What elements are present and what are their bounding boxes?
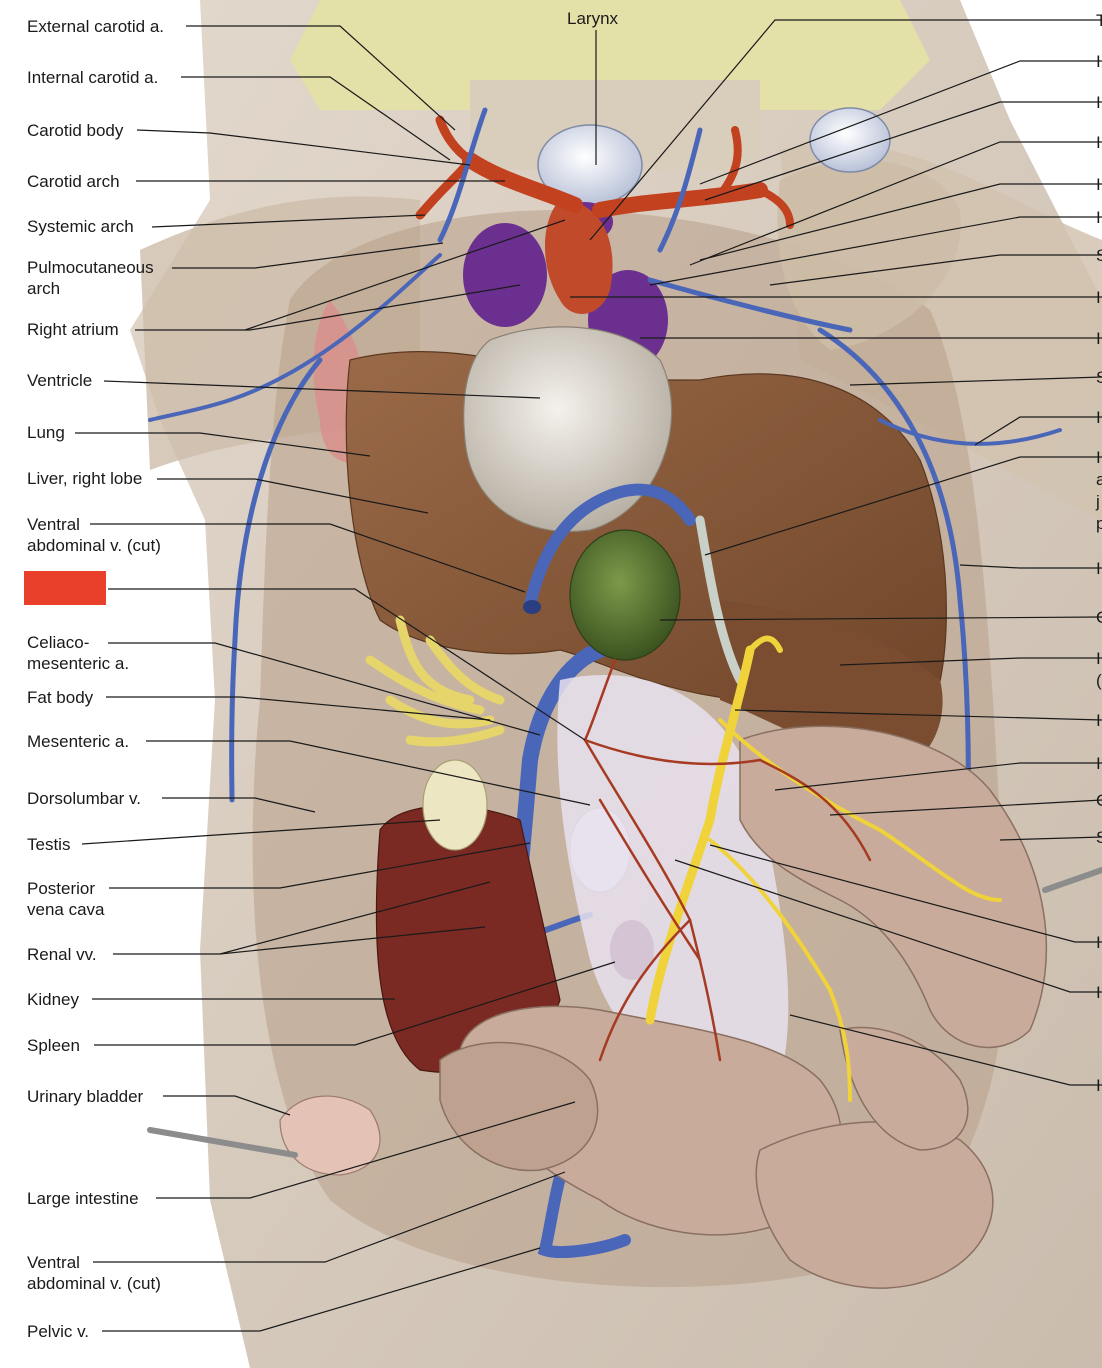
right-cropped-label: j: [1096, 492, 1100, 511]
label-renal-veins: Renal vv.: [27, 945, 97, 964]
mesenteric-arteries: [583, 658, 872, 1062]
label-spleen: Spleen: [27, 1036, 80, 1055]
right-cropped-label: I: [1096, 983, 1101, 1002]
label-posterior-vc-line1: Posterior: [27, 879, 96, 898]
forceps: [147, 867, 1102, 1158]
label-posterior-vena-cava: Posterior vena cava: [27, 878, 105, 920]
label-kidney: Kidney: [27, 990, 79, 1009]
label-pulmocutaneous-arch: Pulmocutaneous arch: [27, 257, 154, 299]
right-cropped-label: I: [1096, 133, 1101, 152]
label-posterior-vc-line2: vena cava: [27, 900, 105, 919]
label-right-atrium: Right atrium: [27, 320, 119, 339]
label-external-carotid: External carotid a.: [27, 17, 165, 36]
right-cropped-label: I: [1096, 754, 1101, 773]
right-cropped-label: I: [1096, 559, 1101, 578]
right-lung: [777, 160, 961, 350]
right-cropped-label: I: [1096, 329, 1101, 348]
label-celiaco-line1: Celiaco-: [27, 633, 90, 652]
leader-lines: [75, 19, 1102, 1332]
right-cropped-label: I: [1096, 649, 1101, 668]
mesentery: [557, 675, 789, 1085]
label-pulmocutaneous-line1: Pulmocutaneous: [27, 258, 154, 277]
left-atrium: [463, 223, 547, 327]
testis: [422, 759, 488, 851]
right-cropped-label: (: [1096, 671, 1102, 690]
label-carotid-body: Carotid body: [27, 121, 124, 140]
label-pulmocutaneous-line2: arch: [27, 279, 61, 298]
label-liver-right-lobe: Liver, right lobe: [27, 469, 143, 488]
gall-bladder: [569, 529, 681, 661]
label-ventral-abdominal-line2: abdominal v. (cut): [27, 536, 161, 555]
label-ventral-abdominal-vein-lower: Ventral abdominal v. (cut): [27, 1252, 161, 1294]
large-intestine: [439, 1041, 599, 1172]
label-large-intestine: Large intestine: [27, 1189, 139, 1208]
label-dorsolumbar: Dorsolumbar v.: [27, 789, 141, 808]
right-cropped-label: I: [1096, 408, 1101, 427]
right-cropped-label: I: [1096, 933, 1101, 952]
right-cropped-label: I: [1096, 208, 1101, 227]
bile-duct: [645, 515, 1002, 1102]
right-cropped-label: S: [1096, 828, 1102, 847]
label-ventricle: Ventricle: [27, 371, 93, 390]
label-systemic-arch: Systemic arch: [27, 217, 134, 236]
fat-body: [365, 615, 505, 747]
label-larynx: Larynx: [567, 9, 619, 28]
right-cropped-label: I: [1096, 1076, 1101, 1095]
label-ventral-abdominal-vein: Ventral abdominal v. (cut): [27, 514, 161, 556]
ventral-abdominal-vein-cut-upper: [523, 600, 541, 614]
label-internal-carotid: Internal carotid a.: [27, 68, 159, 87]
right-cropped-label: I: [1096, 711, 1101, 730]
label-urinary-bladder: Urinary bladder: [27, 1087, 144, 1106]
right-cropped-label: S: [1096, 368, 1102, 387]
label-ventral-abd2-line1: Ventral: [27, 1253, 80, 1272]
right-cropped-label: I: [1096, 175, 1101, 194]
right-cropped-label: I: [1096, 52, 1101, 71]
label-testis: Testis: [27, 835, 71, 854]
label-celiaco-line2: mesenteric a.: [27, 654, 130, 673]
label-ventral-abdominal-line1: Ventral: [27, 515, 80, 534]
right-cropped-label: C: [1096, 790, 1102, 811]
head-region: [290, 0, 930, 110]
hidden-label-mask: [24, 571, 106, 605]
right-cropped-label: C: [1096, 607, 1102, 628]
right-cropped-label: S: [1096, 246, 1102, 265]
label-celiacomesenteric: Celiaco- mesenteric a.: [27, 632, 129, 674]
truncus-arteriosus: [545, 200, 613, 314]
label-carotid-arch: Carotid arch: [27, 172, 120, 191]
label-ventral-abd2-line2: abdominal v. (cut): [27, 1274, 161, 1293]
label-mesenteric: Mesenteric a.: [27, 732, 130, 751]
right-cropped-label: I: [1096, 448, 1101, 467]
urinary-bladder: [279, 1095, 381, 1176]
right-cropped-label: T: [1096, 11, 1102, 30]
tympanum: [809, 107, 891, 173]
right-cropped-label: I: [1096, 288, 1101, 307]
label-lung: Lung: [27, 423, 65, 442]
right-cropped-label: a: [1096, 470, 1102, 489]
ventricle: [463, 326, 673, 532]
label-pelvic-vein: Pelvic v.: [27, 1322, 90, 1341]
right-cropped-label: p: [1096, 514, 1102, 533]
right-cropped-label: I: [1096, 93, 1101, 112]
label-fat-body: Fat body: [27, 688, 94, 707]
